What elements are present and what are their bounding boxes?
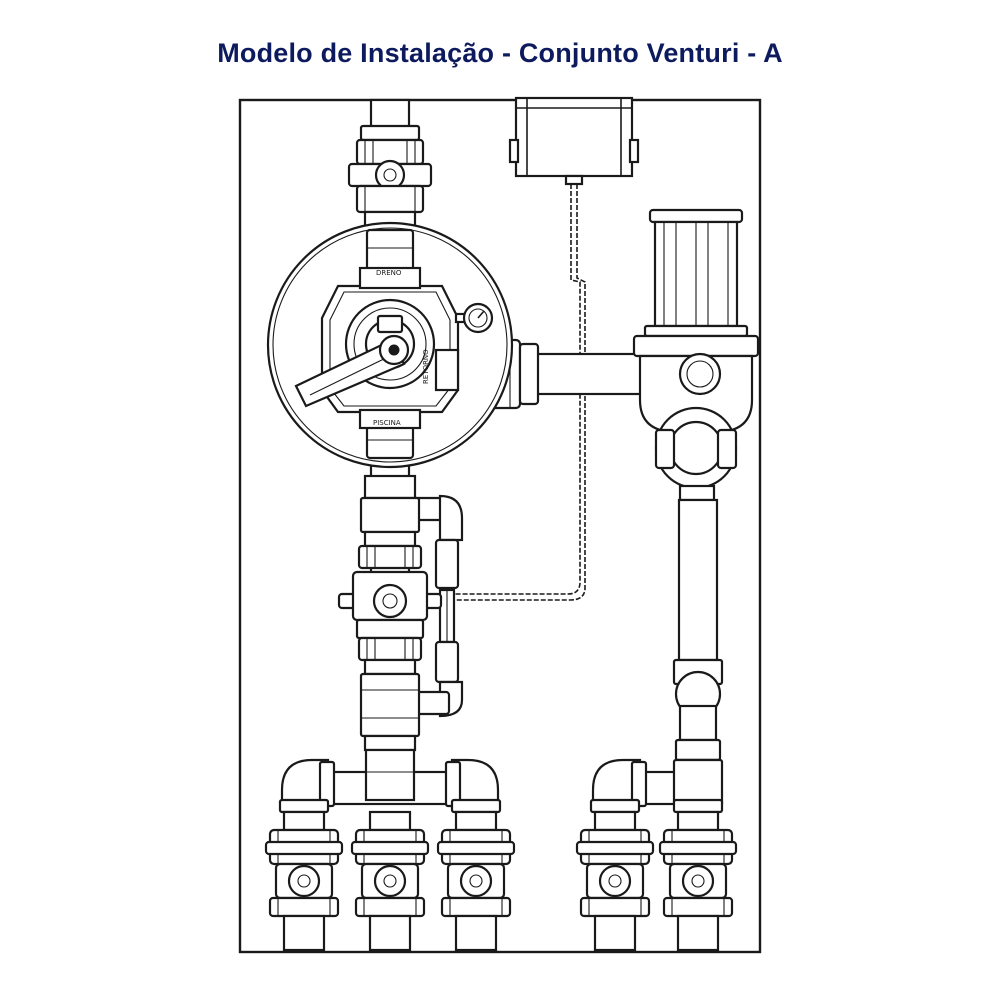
pump-outlet-pipe xyxy=(672,498,724,786)
ball-valve xyxy=(337,570,443,640)
manifold xyxy=(278,748,502,814)
valve-label-bottom: PISCINA xyxy=(373,419,401,427)
diagram-title: Modelo de Instalação - Conjunto Venturi … xyxy=(217,38,783,68)
ball-valve xyxy=(350,810,430,952)
pump-motor xyxy=(632,208,760,358)
valve-handle xyxy=(294,334,410,408)
pressure-gauge xyxy=(454,302,494,334)
control-box xyxy=(508,96,640,186)
check-valve xyxy=(357,636,423,752)
bottom-valve-row xyxy=(264,810,738,952)
ball-valve xyxy=(436,810,516,952)
valve-label-top: DRENO xyxy=(376,269,402,277)
venturi-bypass xyxy=(403,494,464,718)
top-union xyxy=(355,124,425,166)
ball-valve xyxy=(575,810,655,952)
pipe-fittings xyxy=(357,474,423,570)
manifold xyxy=(589,758,724,814)
valve-label-side: RETORNO xyxy=(422,349,430,384)
ball-valve xyxy=(264,810,344,952)
ball-valve xyxy=(658,810,738,952)
pump-strainer xyxy=(638,352,754,502)
